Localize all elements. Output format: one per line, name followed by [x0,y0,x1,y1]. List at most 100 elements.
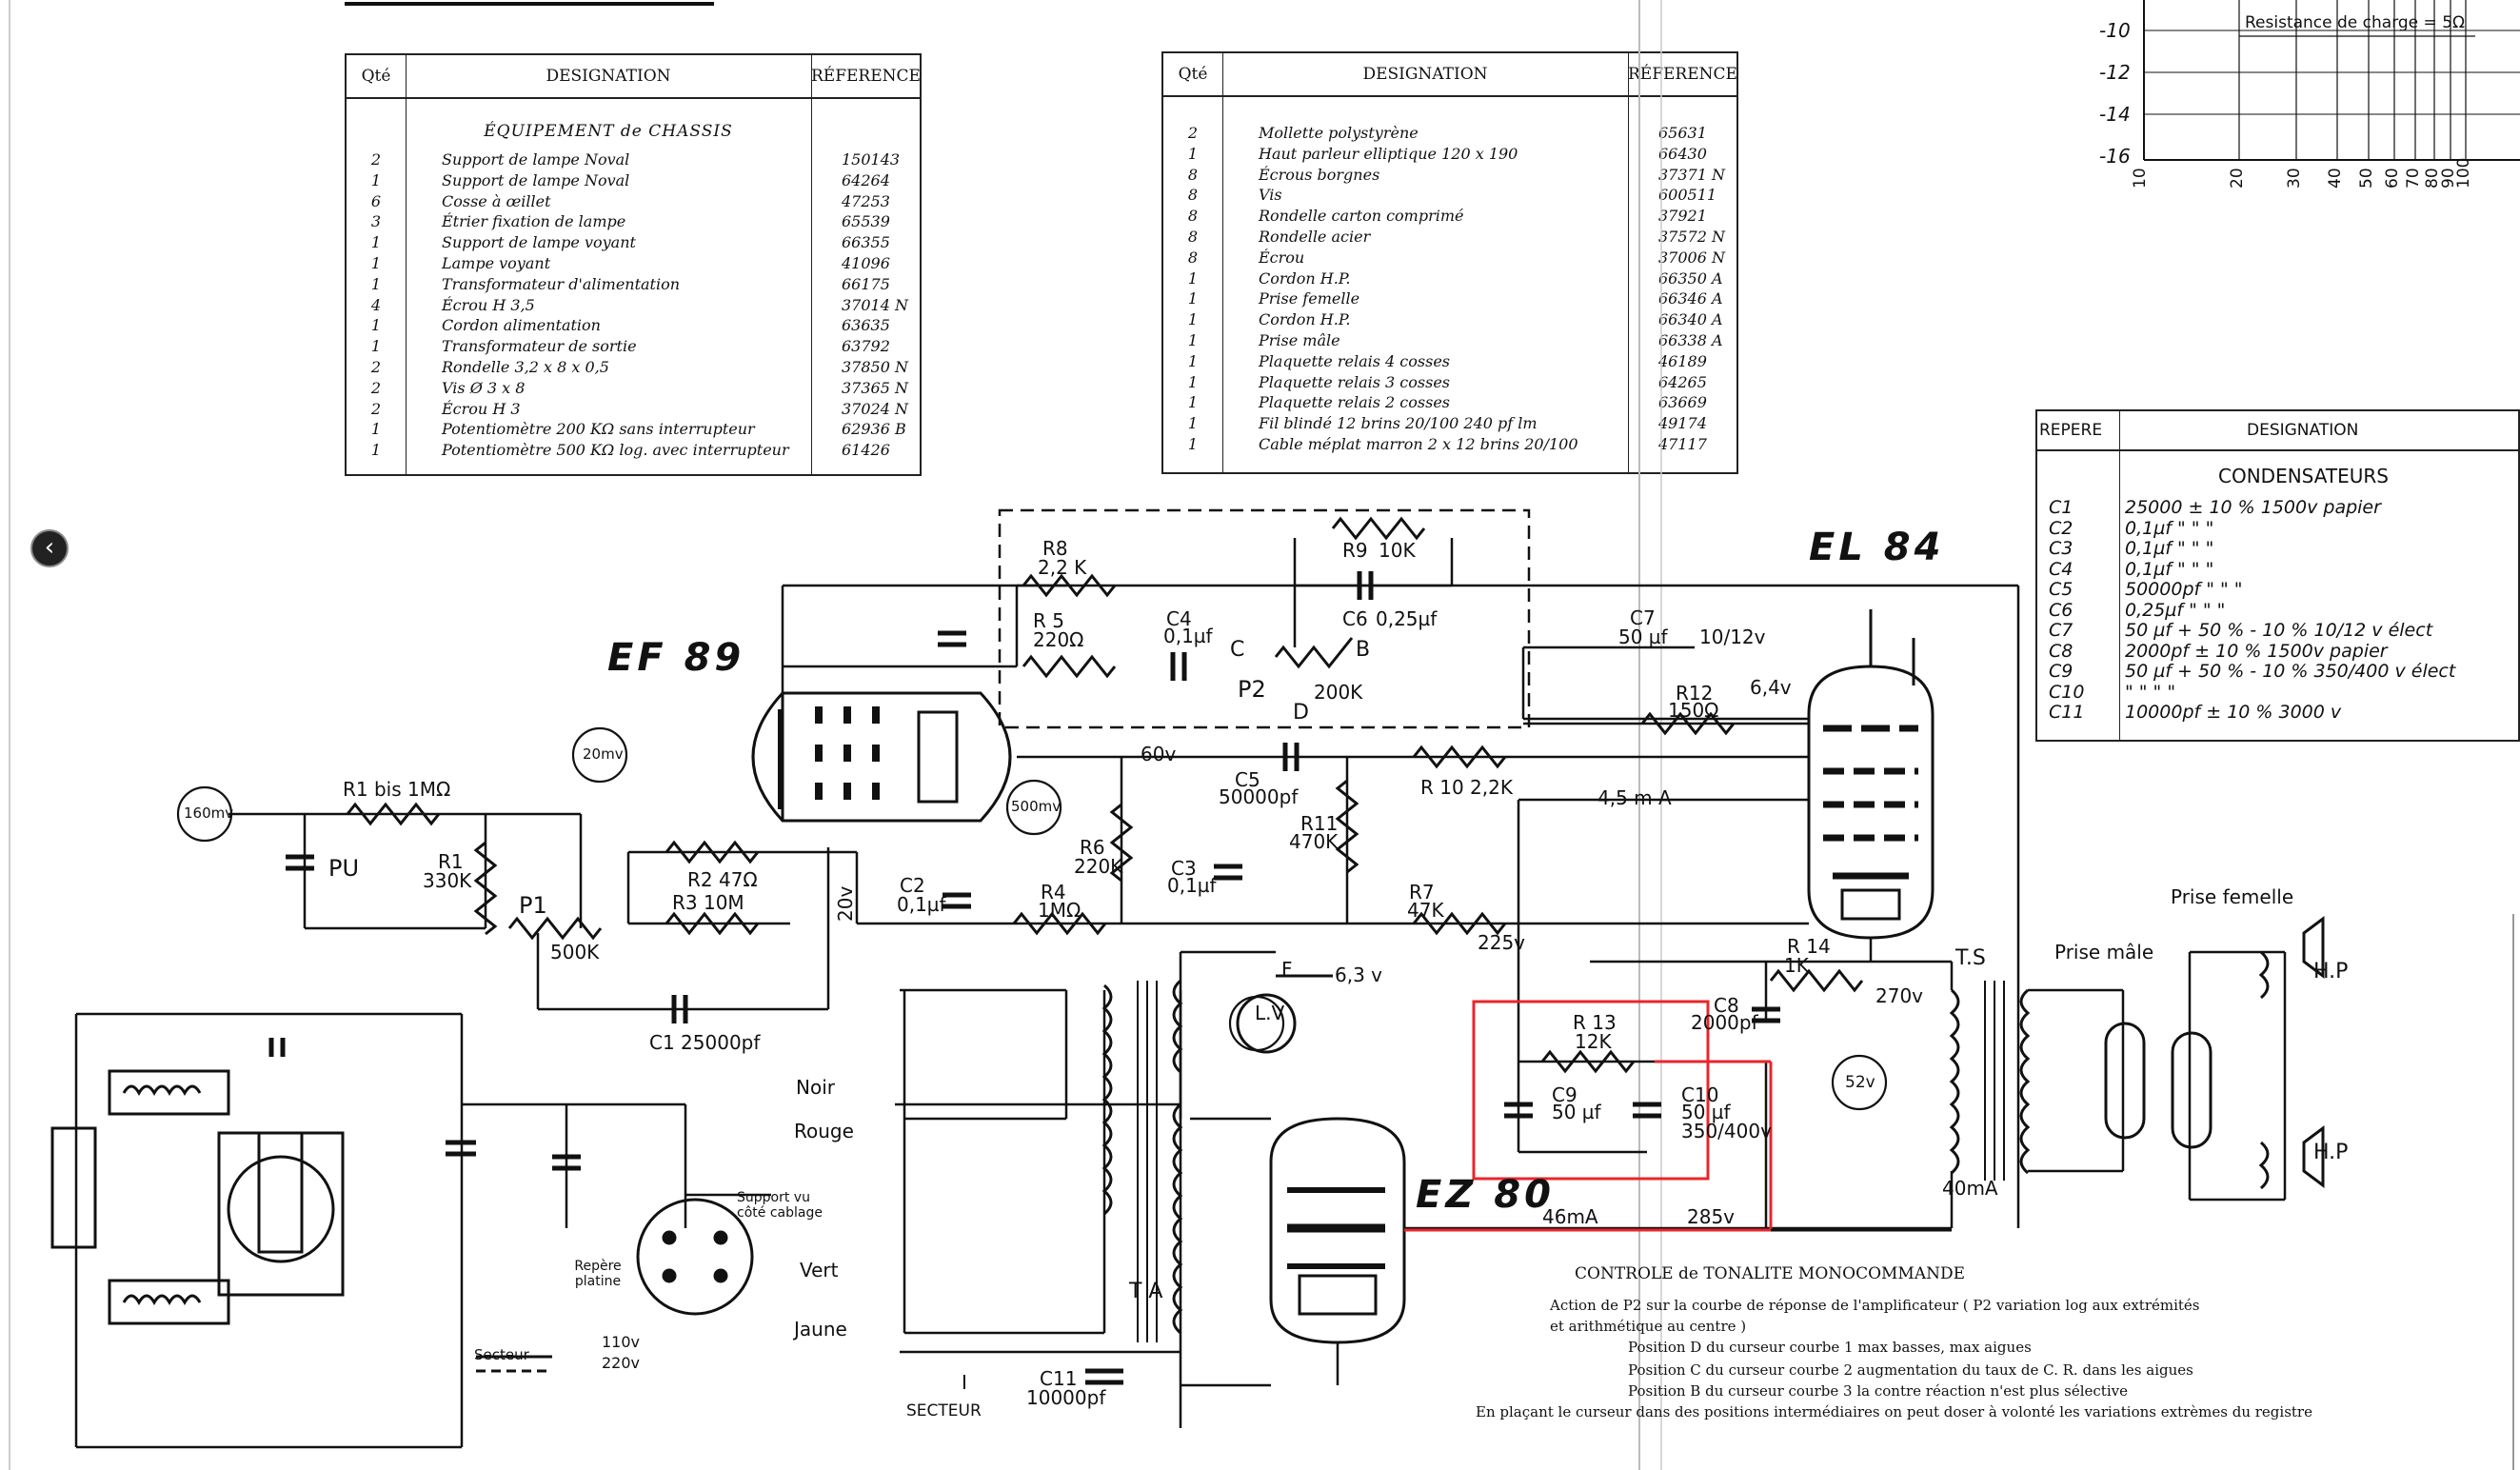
repere-label: Repère platine [574,1259,622,1289]
condenser-value: 0,1µf " " " [2125,538,2214,559]
row-qty: 1 [1187,268,1199,288]
c5-value: 50000pf [1219,785,1299,808]
col-designation: DESIGNATION [546,67,671,86]
c4-value: 0,1µf [1163,625,1213,647]
switch-i-label: I [962,1371,967,1394]
c7-label: C7 [1630,606,1656,629]
r13-label: R 13 [1573,1011,1617,1034]
r8-label: R8 [1042,537,1068,560]
c2-value: 0,1µf [897,893,946,916]
row-designation: Plaquette relais 4 cosses [1259,351,1450,370]
p2-value: 200K [1314,681,1363,704]
row-designation: Haut parleur elliptique 120 x 190 [1259,144,1518,163]
row-qty: 1 [370,233,382,252]
v270-label: 270v [1875,984,1924,1007]
graph-y-tick: -14 [2099,103,2131,126]
row-reference: 37365 N [842,378,908,397]
row-qty: 4 [370,295,382,314]
row-designation: Écrou H 3,5 [442,295,535,314]
row-qty: 2 [1187,124,1199,142]
row-qty: 2 [370,358,382,376]
v225-label: 225v [1478,931,1526,954]
row-reference: 66350 A [1658,268,1723,288]
r4-value: 1MΩ [1038,899,1081,922]
condenser-ref: C4 [2049,558,2074,580]
r1-label: R1 [438,850,464,873]
row-reference: 47117 [1658,435,1707,453]
ef89-label: EF 89 [607,636,745,680]
c7-value: 50 µf [1618,626,1668,648]
r3-label: R3 10M [672,891,744,914]
el84-label: EL 84 [1809,526,1945,569]
p2-label: P2 [1238,676,1266,703]
hp-label-2: H.P [2313,1141,2349,1164]
col-reference: RÉFERENCE [1628,65,1737,84]
row-reference: 150143 [842,150,901,169]
r6-label: R6 [1080,836,1105,859]
c5-label: C5 [1235,768,1260,791]
v160-label: 160mv [184,805,234,822]
row-qty: 2 [370,150,382,169]
tone-note-line: En plaçant le curseur dans des positions… [1476,1403,2312,1420]
ta-label: T A [1129,1280,1163,1303]
tone-control-title: CONTROLE de TONALITE MONOCOMMANDE [1575,1264,1966,1283]
r12-value: 150Ω [1668,699,1719,722]
row-reference: 65631 [1658,124,1707,142]
row-qty: 1 [1187,414,1199,433]
row-reference: 62936 B [842,420,906,439]
graph-x-tick: 100 [2454,157,2473,189]
wire-jaune: Jaune [794,1318,847,1341]
c9-label: C9 [1552,1083,1577,1106]
c11-label: C11 [1040,1367,1078,1390]
ts-label: T.S [1955,946,1986,970]
row-designation: Cordon alimentation [442,316,601,335]
table-section-title: ÉQUIPEMENT de CHASSIS [484,122,733,141]
row-designation: Lampe voyant [442,254,551,272]
row-designation: Vis Ø 3 x 8 [442,378,526,397]
tone-note-line: Position B du curseur courbe 3 la contre… [1628,1382,2128,1400]
row-qty: 1 [370,337,382,356]
c8-value: 2000pf [1691,1011,1758,1034]
condenser-header: REPERE DESIGNATION [2037,411,2518,451]
row-designation: Vis [1259,186,1282,205]
capacitors [268,571,1780,1385]
condenser-ref: C6 [2049,599,2074,621]
row-reference: 47253 [842,191,890,210]
row-reference: 37850 N [842,358,908,376]
row-designation: Rondelle acier [1259,228,1371,246]
back-nav-button[interactable]: ‹ [30,529,69,567]
row-designation: Prise mâle [1259,331,1340,349]
row-designation: Prise femelle [1259,289,1360,308]
row-qty: 1 [1187,310,1199,329]
row-qty: 1 [1187,393,1199,412]
parts-table-chassis: Qté DESIGNATION RÉFERENCE ÉQUIPEMENT de … [345,53,922,476]
row-reference: 64264 [842,170,890,189]
condenser-ref: C3 [2049,538,2074,559]
r9-label: R9 [1342,539,1368,562]
r7-value: 47K [1407,899,1444,922]
resistors [346,516,1864,1074]
r7-label: R7 [1409,881,1435,904]
r1bis-label: R1 bis 1MΩ [343,778,451,801]
p1-label: P1 [519,892,547,919]
highlight-overlay [1404,1000,1952,1232]
row-designation: Écrou H 3 [442,399,521,418]
row-qty: 3 [370,212,382,231]
condenser-value: 0,1µf " " " [2125,558,2214,580]
row-reference: 64265 [1658,372,1707,391]
col-designation: DESIGNATION [2247,421,2359,440]
row-designation: Potentiomètre 200 KΩ sans interrupteur [442,420,755,439]
r9-value: 10K [1379,539,1416,562]
r4-label: R4 [1041,881,1066,904]
row-designation: Potentiomètre 500 KΩ log. avec interrupt… [442,441,789,460]
row-qty: 1 [1187,289,1199,308]
support-label: Support vu côté cablage [737,1190,823,1221]
